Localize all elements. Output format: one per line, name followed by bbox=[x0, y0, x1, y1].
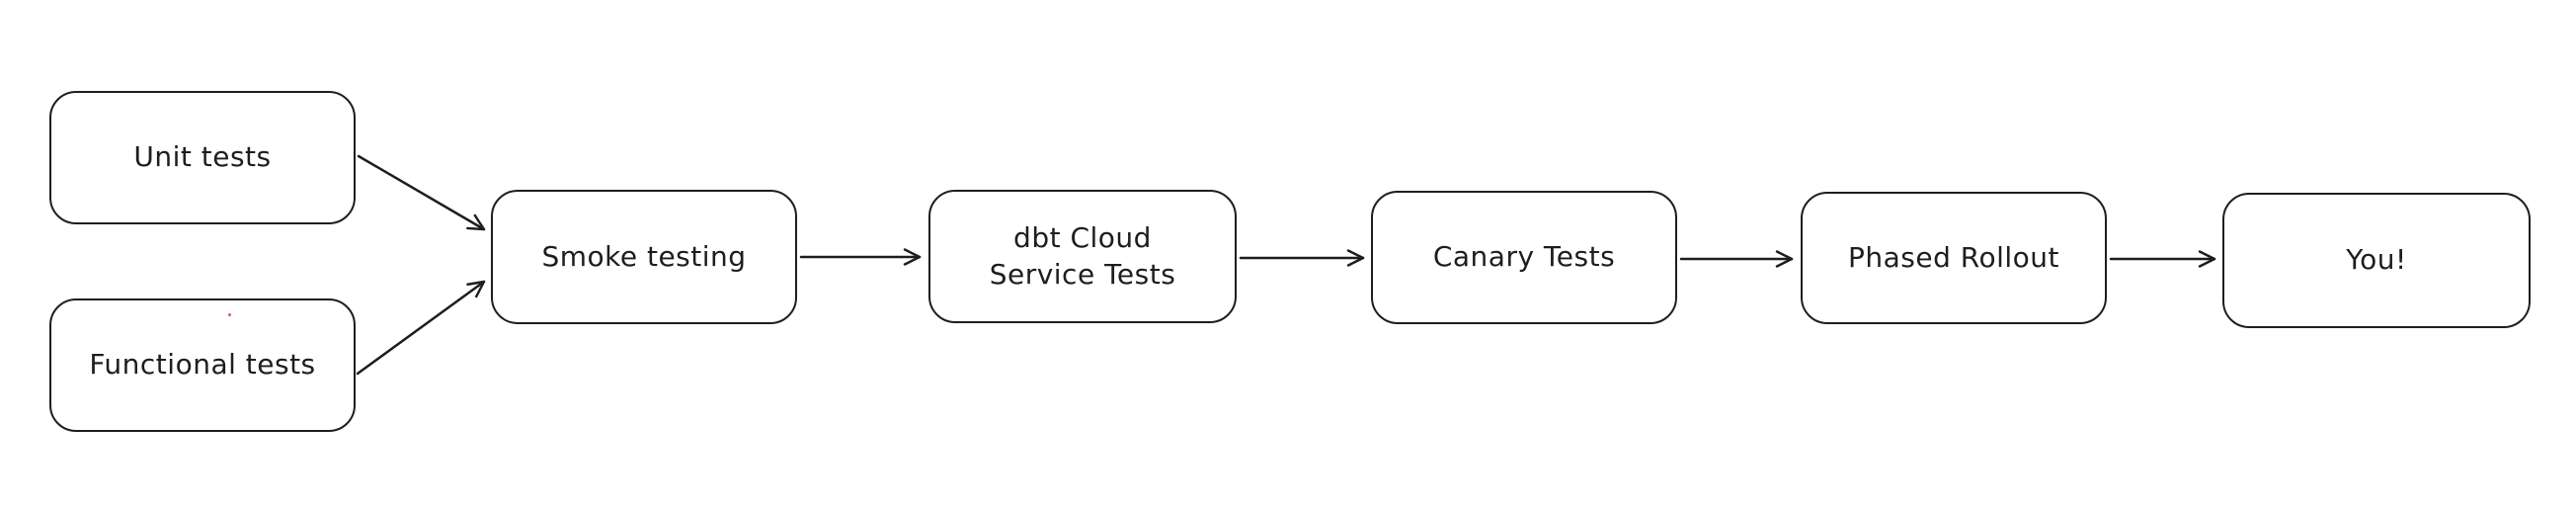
node-canary-tests-label: Canary Tests bbox=[1432, 240, 1616, 274]
arrow-unit-to-smoke[interactable] bbox=[357, 154, 486, 231]
node-unit-tests-label: Unit tests bbox=[133, 140, 272, 174]
node-smoke-testing-label: Smoke testing bbox=[541, 239, 747, 273]
node-dbt-cloud-service-tests-label: dbt Cloud Service Tests bbox=[989, 221, 1176, 291]
node-phased-rollout-label: Phased Rollout bbox=[1847, 240, 2060, 274]
node-functional-tests-label: Functional tests bbox=[89, 348, 316, 382]
red-dot-artifact bbox=[228, 313, 231, 316]
node-you[interactable]: You! bbox=[2222, 193, 2531, 328]
node-you-label: You! bbox=[2346, 243, 2407, 277]
node-phased-rollout[interactable]: Phased Rollout bbox=[1801, 192, 2107, 324]
node-smoke-testing[interactable]: Smoke testing bbox=[491, 190, 797, 324]
node-dbt-cloud-service-tests[interactable]: dbt Cloud Service Tests bbox=[928, 190, 1237, 323]
node-canary-tests[interactable]: Canary Tests bbox=[1371, 191, 1677, 324]
node-unit-tests[interactable]: Unit tests bbox=[49, 91, 356, 224]
node-functional-tests[interactable]: Functional tests bbox=[49, 298, 356, 432]
arrow-functional-to-smoke[interactable] bbox=[356, 280, 486, 376]
